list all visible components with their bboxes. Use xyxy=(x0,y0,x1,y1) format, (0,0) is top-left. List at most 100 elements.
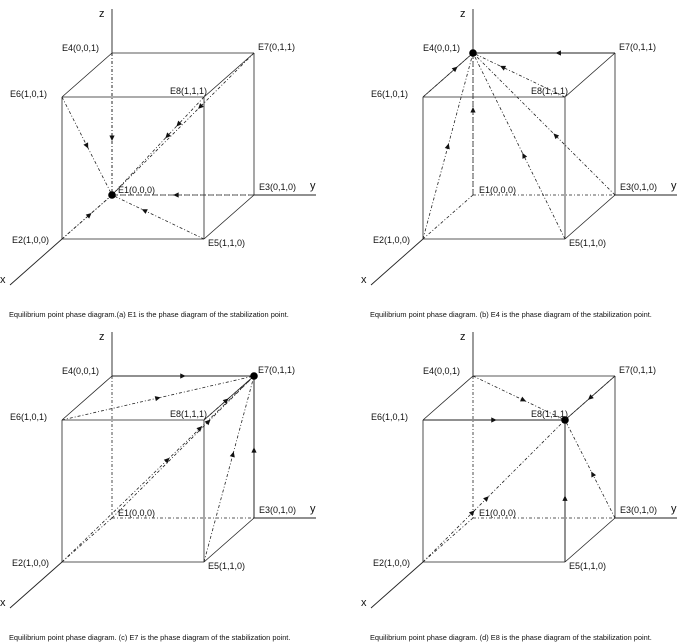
cube-edge-E6-E4 xyxy=(61,375,113,421)
x-axis xyxy=(9,561,63,609)
trajectory-E6-E7-arrow xyxy=(154,396,161,402)
caption-b: Equilibrium point phase diagram. (b) E4 … xyxy=(370,310,652,319)
panel-c: z y x E1(0,0,0) E3(0,1,0) E2(1,0,0) E5(1,1,0) E… xyxy=(0,331,316,642)
x-axis-hidden xyxy=(422,194,474,240)
vertex-label-E4: E4(0,0,1) xyxy=(423,366,460,376)
z-axis-label: z xyxy=(99,331,105,343)
z-axis-label: z xyxy=(460,331,466,343)
trajectory-E5-E7 xyxy=(203,375,255,563)
x-axis-hidden xyxy=(61,517,113,563)
trajectory-E8-E1 xyxy=(111,96,205,196)
vertex-label-E1: E1(0,0,0) xyxy=(479,185,516,195)
trajectory-E8-E4-arrow xyxy=(499,65,507,71)
vertex-label-E5: E5(1,1,0) xyxy=(208,238,245,248)
stable-point-E1 xyxy=(108,191,116,199)
vertex-label-E3: E3(0,1,0) xyxy=(259,505,296,515)
trajectory-E4-E7-arrow xyxy=(180,373,186,379)
x-axis xyxy=(370,561,424,609)
x-axis-label: x xyxy=(361,274,367,286)
caption-a: Equilibrium point phase diagram.(a) E1 i… xyxy=(9,310,289,319)
x-axis xyxy=(9,238,63,286)
vertex-label-E7: E7(0,1,1) xyxy=(619,365,656,375)
stable-point-E7 xyxy=(250,372,258,380)
trajectory-E7-E4-arrow xyxy=(555,50,561,56)
trajectory-E2-E7-arrow xyxy=(196,426,203,432)
trajectory-E5-E7-arrow xyxy=(229,451,235,458)
cube-edge-E3-E5 xyxy=(203,517,255,563)
trajectory-E6-E4-arrow xyxy=(451,66,458,73)
x-axis-label: x xyxy=(361,597,367,609)
trajectory-E3-E1-arrow xyxy=(173,192,179,198)
trajectory-E6-E1 xyxy=(61,96,113,196)
trajectory-E7-E1-arrow xyxy=(198,103,204,109)
cube-edge-E6-E4 xyxy=(422,375,474,421)
vertex-label-E2: E2(1,0,0) xyxy=(12,558,49,568)
cube-edge-E3-E5 xyxy=(203,194,255,240)
vertex-label-E8: E8(1,1,1) xyxy=(170,86,207,96)
vertex-label-E6: E6(1,0,1) xyxy=(371,89,408,99)
trajectory-E2-E4-arrow xyxy=(444,143,450,150)
trajectory-E8-E7 xyxy=(203,375,255,421)
x-axis-label: x xyxy=(0,597,6,609)
trajectory-E4-E8 xyxy=(472,375,566,421)
vertex-label-E4: E4(0,0,1) xyxy=(423,43,460,53)
stable-point-E8 xyxy=(561,416,569,424)
vertex-label-E1: E1(0,0,0) xyxy=(118,508,155,518)
vertex-label-E7: E7(0,1,1) xyxy=(619,42,656,52)
vertex-label-E7: E7(0,1,1) xyxy=(258,365,295,375)
vertex-label-E8: E8(1,1,1) xyxy=(531,409,568,419)
z-axis-label: z xyxy=(460,8,466,20)
vertex-label-E3: E3(0,1,0) xyxy=(259,182,296,192)
y-axis-label: y xyxy=(310,180,316,192)
y-axis-label: y xyxy=(671,503,677,515)
trajectory-E7-E8-arrow xyxy=(587,394,594,400)
trajectory-E1-E4-arrow xyxy=(470,107,476,113)
cube-edge-E3-E5 xyxy=(564,517,616,563)
vertex-label-E6: E6(1,0,1) xyxy=(10,412,47,422)
vertex-label-E2: E2(1,0,0) xyxy=(373,558,410,568)
trajectory-E6-E8-arrow xyxy=(491,417,497,423)
trajectory-E4-E1-arrow xyxy=(109,135,115,141)
trajectory-E8-E7-arrow xyxy=(222,398,229,404)
trajectory-E8-E1-arrow xyxy=(176,120,183,127)
trajectory-E3-E4 xyxy=(472,52,616,196)
trajectory-E6-E4 xyxy=(422,52,474,98)
vertex-label-E4: E4(0,0,1) xyxy=(62,43,99,53)
trajectory-E5-E8-arrow xyxy=(562,495,568,501)
trajectory-E2-E1-arrow xyxy=(85,212,92,219)
z-axis-label: z xyxy=(99,8,105,20)
trajectory-E5-E4 xyxy=(472,52,566,240)
vertex-label-E8: E8(1,1,1) xyxy=(531,86,568,96)
cube-edge-E6-E4 xyxy=(61,52,113,98)
y-axis-label: y xyxy=(310,503,316,515)
vertex-label-E3: E3(0,1,0) xyxy=(620,182,657,192)
trajectory-E2-E7-arrow xyxy=(163,457,170,464)
vertex-label-E5: E5(1,1,0) xyxy=(569,238,606,248)
trajectory-E3-E7-arrow xyxy=(251,447,257,453)
trajectory-E2-E8-arrow xyxy=(468,510,475,517)
trajectory-E6-E1-arrow xyxy=(83,142,89,149)
panel-b: zyxE1(0,0,0)E3(0,1,0)E2(1,0,0)E5(1,1,0)E… xyxy=(361,8,677,319)
trajectory-E7-E1 xyxy=(111,52,255,196)
trajectory-E2-E1 xyxy=(61,194,113,240)
caption-c: Equilibrium point phase diagram. (c) E7 … xyxy=(9,633,290,642)
vertex-label-E6: E6(1,0,1) xyxy=(371,412,408,422)
vertex-label-E8: E8(1,1,1) xyxy=(170,409,207,419)
vertex-label-E2: E2(1,0,0) xyxy=(373,235,410,245)
cube-edge-E7-E8 xyxy=(564,52,616,98)
trajectory-E5-E1-arrow xyxy=(141,209,148,214)
trajectory-E2-E7 xyxy=(61,375,255,563)
trajectory-E4-E8-arrow xyxy=(519,396,527,402)
x-axis-hidden xyxy=(422,517,474,563)
trajectory-E3-E8-arrow xyxy=(591,471,597,478)
trajectory-E2-E8 xyxy=(422,419,566,563)
panel-a: zyxE1(0,0,0)E3(0,1,0)E2(1,0,0)E5(1,1,0)E… xyxy=(0,8,316,319)
trajectory-E3-E4-arrow xyxy=(553,133,560,140)
trajectory-E5-E1 xyxy=(111,194,205,240)
vertex-label-E6: E6(1,0,1) xyxy=(10,89,47,99)
cube-edge-E3-E5 xyxy=(564,194,616,240)
vertex-label-E5: E5(1,1,0) xyxy=(208,561,245,571)
vertex-label-E4: E4(0,0,1) xyxy=(62,366,99,376)
trajectory-E3-E8 xyxy=(564,419,616,519)
